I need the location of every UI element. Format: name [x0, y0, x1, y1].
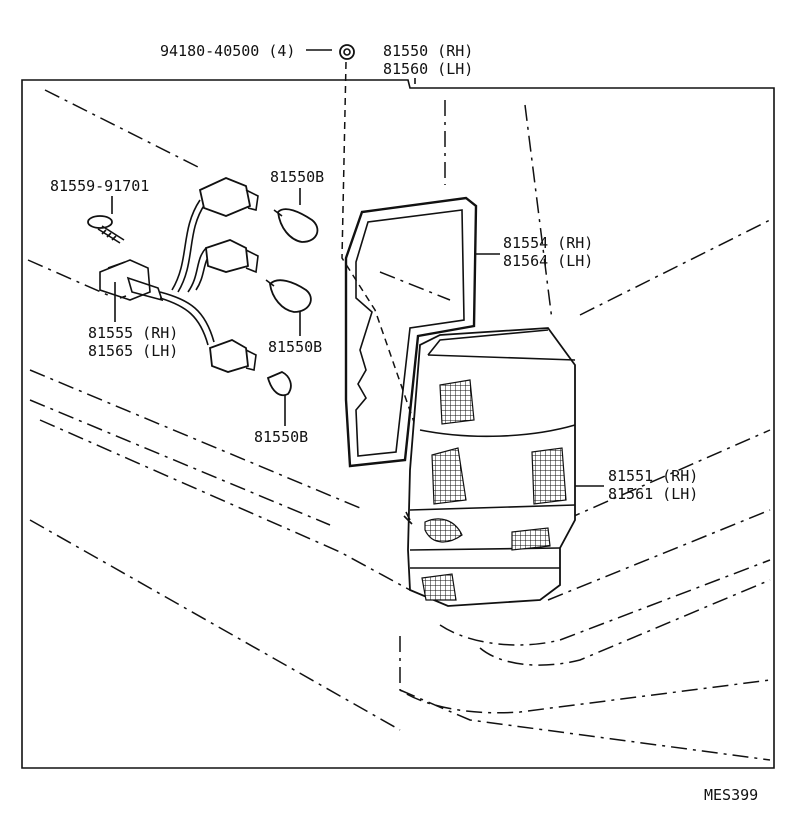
- label-bulb-top: 81550B: [270, 168, 324, 186]
- label-lens-rh: 81551 (RH): [608, 467, 698, 485]
- body-panel-lines: [27, 89, 771, 761]
- clip-nut-icon: [339, 44, 355, 60]
- socket-wire-harness-icon: [99, 177, 259, 373]
- label-screw: 81559-91701: [50, 177, 149, 195]
- label-bulb-mid: 81550B: [268, 338, 322, 356]
- label-lamp-assy-rh: 81550 (RH): [383, 42, 473, 60]
- label-clip: 94180-40500 (4): [160, 42, 295, 60]
- label-gasket-lh: 81564 (LH): [503, 252, 593, 270]
- label-bulb-bottom: 81550B: [254, 428, 308, 446]
- label-lamp-assy-lh: 81560 (LH): [383, 60, 473, 78]
- label-lens-lh: 81561 (LH): [608, 485, 698, 503]
- frame-border: [21, 79, 775, 769]
- screw-icon: [87, 215, 125, 244]
- label-socket-rh: 81555 (RH): [88, 324, 178, 342]
- figure-code: MES399: [704, 786, 758, 804]
- part-labels: 94180-40500 (4) 81550 (RH) 81560 (LH) 81…: [50, 42, 758, 804]
- label-gasket-rh: 81554 (RH): [503, 234, 593, 252]
- gasket-icon: [344, 196, 478, 468]
- label-socket-lh: 81565 (LH): [88, 342, 178, 360]
- lamp-lens-icon: [403, 327, 576, 607]
- leader-lines: [111, 49, 604, 487]
- bulb-icon: [265, 208, 319, 397]
